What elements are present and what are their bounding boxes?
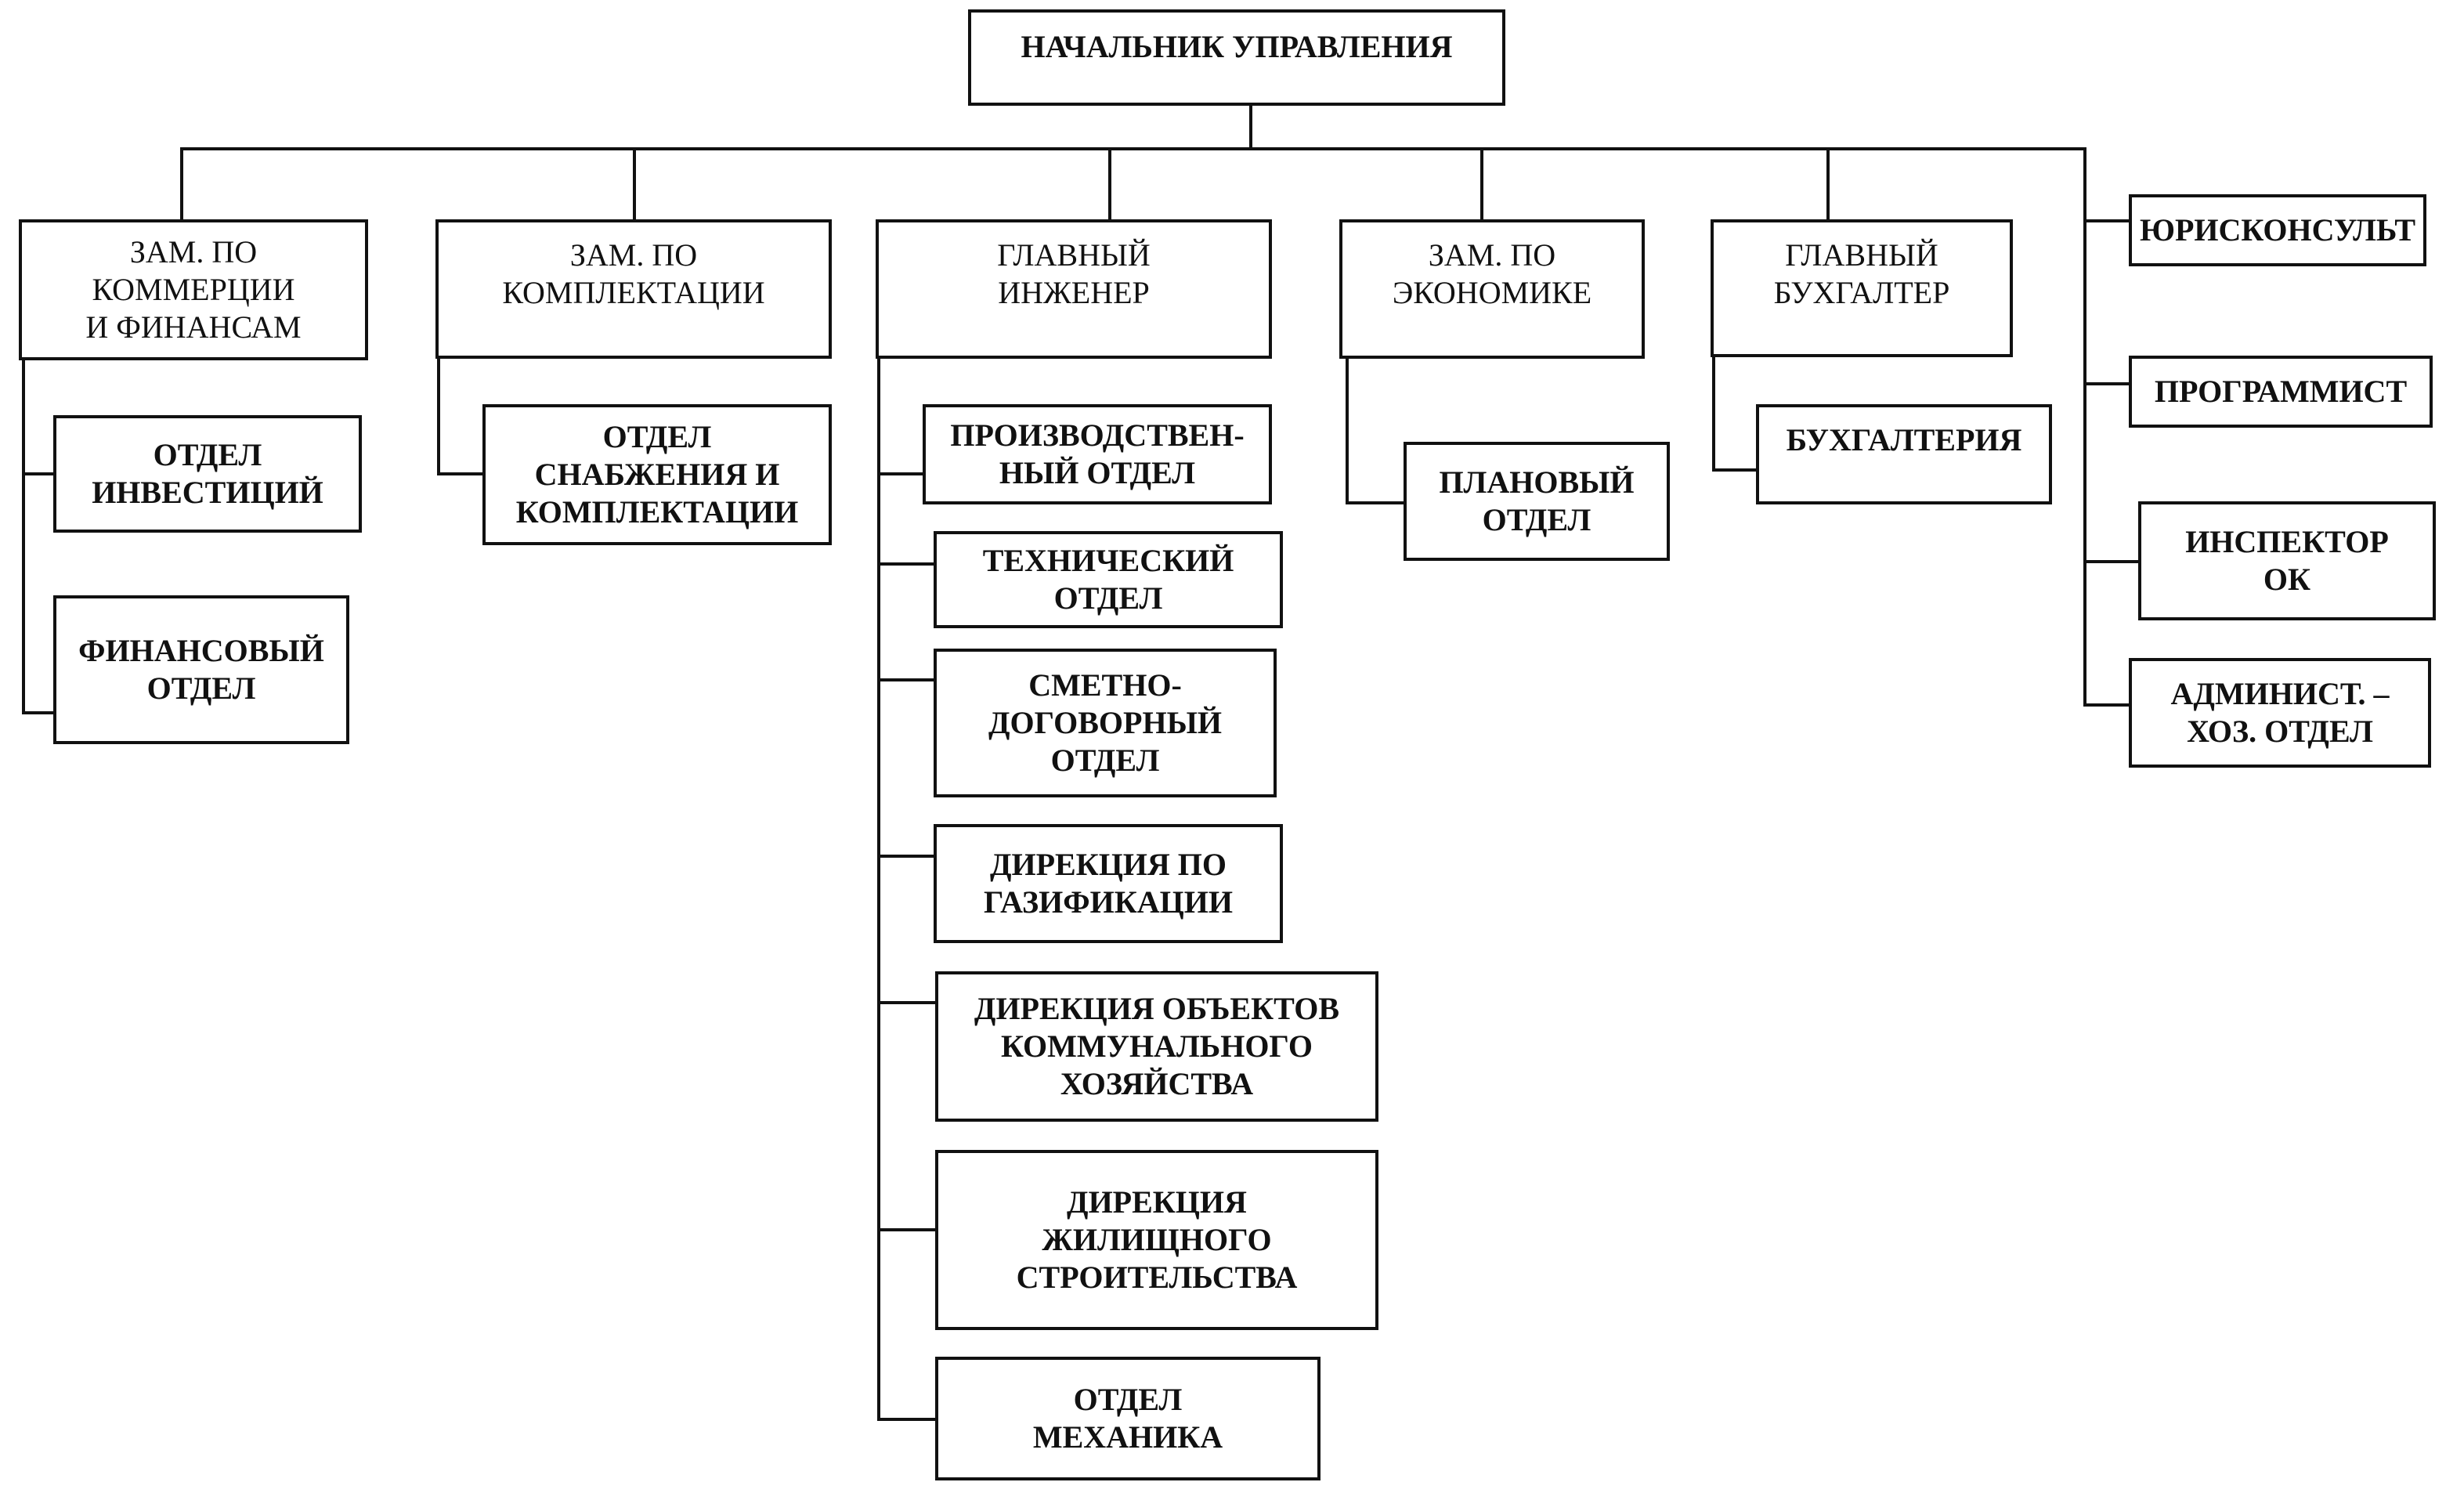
head-engineer-label: ГЛАВНЫЙ ИНЖЕНЕР [997, 237, 1151, 310]
child-investments-label: ОТДЕЛ ИНВЕСТИЦИЙ [92, 437, 323, 510]
child-mechanic: ОТДЕЛ МЕХАНИКА [935, 1357, 1321, 1480]
child-finance-dept: ФИНАНСОВЫЙ ОТДЕЛ [53, 595, 349, 744]
child-investments: ОТДЕЛ ИНВЕСТИЦИЙ [53, 415, 362, 533]
head-accountant-label: ГЛАВНЫЙ БУХГАЛТЕР [1773, 237, 1950, 310]
head-accountant: ГЛАВНЫЙ БУХГАЛТЕР [1711, 219, 2013, 357]
head-commerce-label: ЗАМ. ПО КОММЕРЦИИ И ФИНАНСАМ [85, 234, 302, 345]
child-production: ПРОИЗВОДСТВЕН- НЫЙ ОТДЕЛ [923, 404, 1272, 504]
direct-programmer-label: ПРОГРАММИСТ [2154, 374, 2408, 409]
child-finance-dept-label: ФИНАНСОВЫЙ ОТДЕЛ [78, 633, 324, 706]
child-planning: ПЛАНОВЫЙ ОТДЕЛ [1404, 442, 1670, 561]
head-supply-label: ЗАМ. ПО КОМПЛЕКТАЦИИ [502, 237, 765, 310]
child-technical: ТЕХНИЧЕСКИЙ ОТДЕЛ [934, 531, 1283, 628]
child-housing-label: ДИРЕКЦИЯ ЖИЛИЩНОГО СТРОИТЕЛЬСТВА [1016, 1184, 1298, 1295]
child-production-label: ПРОИЗВОДСТВЕН- НЫЙ ОТДЕЛ [950, 418, 1245, 490]
child-accounting: БУХГАЛТЕРИЯ [1756, 404, 2052, 504]
child-gasification-label: ДИРЕКЦИЯ ПО ГАЗИФИКАЦИИ [984, 847, 1233, 920]
direct-admin: АДМИНИСТ. – ХОЗ. ОТДЕЛ [2129, 658, 2431, 768]
child-communal: ДИРЕКЦИЯ ОБЪЕКТОВ КОММУНАЛЬНОГО ХОЗЯЙСТВ… [935, 971, 1378, 1122]
child-accounting-label: БУХГАЛТЕРИЯ [1786, 422, 2022, 457]
head-economics: ЗАМ. ПО ЭКОНОМИКЕ [1339, 219, 1645, 359]
direct-hr-label: ИНСПЕКТОР ОК [2185, 524, 2389, 597]
child-estimates-label: СМЕТНО- ДОГОВОРНЫЙ ОТДЕЛ [988, 667, 1222, 778]
head-supply: ЗАМ. ПО КОМПЛЕКТАЦИИ [435, 219, 832, 359]
child-planning-label: ПЛАНОВЫЙ ОТДЕЛ [1439, 465, 1635, 537]
child-communal-label: ДИРЕКЦИЯ ОБЪЕКТОВ КОММУНАЛЬНОГО ХОЗЯЙСТВ… [974, 991, 1340, 1101]
child-supply-dept: ОТДЕЛ СНАБЖЕНИЯ И КОМПЛЕКТАЦИИ [482, 404, 832, 545]
direct-legal: ЮРИСКОНСУЛЬТ [2129, 194, 2426, 266]
head-engineer: ГЛАВНЫЙ ИНЖЕНЕР [876, 219, 1272, 359]
head-commerce: ЗАМ. ПО КОММЕРЦИИ И ФИНАНСАМ [19, 219, 368, 360]
direct-hr: ИНСПЕКТОР ОК [2138, 501, 2436, 620]
head-economics-label: ЗАМ. ПО ЭКОНОМИКЕ [1392, 237, 1592, 310]
child-gasification: ДИРЕКЦИЯ ПО ГАЗИФИКАЦИИ [934, 824, 1283, 943]
direct-programmer: ПРОГРАММИСТ [2129, 356, 2433, 428]
child-technical-label: ТЕХНИЧЕСКИЙ ОТДЕЛ [982, 543, 1234, 616]
child-housing: ДИРЕКЦИЯ ЖИЛИЩНОГО СТРОИТЕЛЬСТВА [935, 1150, 1378, 1330]
root-box: НАЧАЛЬНИК УПРАВЛЕНИЯ [968, 9, 1505, 106]
root-label: НАЧАЛЬНИК УПРАВЛЕНИЯ [1021, 29, 1453, 64]
direct-admin-label: АДМИНИСТ. – ХОЗ. ОТДЕЛ [2170, 676, 2390, 749]
child-estimates: СМЕТНО- ДОГОВОРНЫЙ ОТДЕЛ [934, 649, 1277, 797]
child-mechanic-label: ОТДЕЛ МЕХАНИКА [1032, 1382, 1223, 1455]
direct-legal-label: ЮРИСКОНСУЛЬТ [2139, 212, 2416, 248]
child-supply-dept-label: ОТДЕЛ СНАБЖЕНИЯ И КОМПЛЕКТАЦИИ [515, 419, 799, 530]
